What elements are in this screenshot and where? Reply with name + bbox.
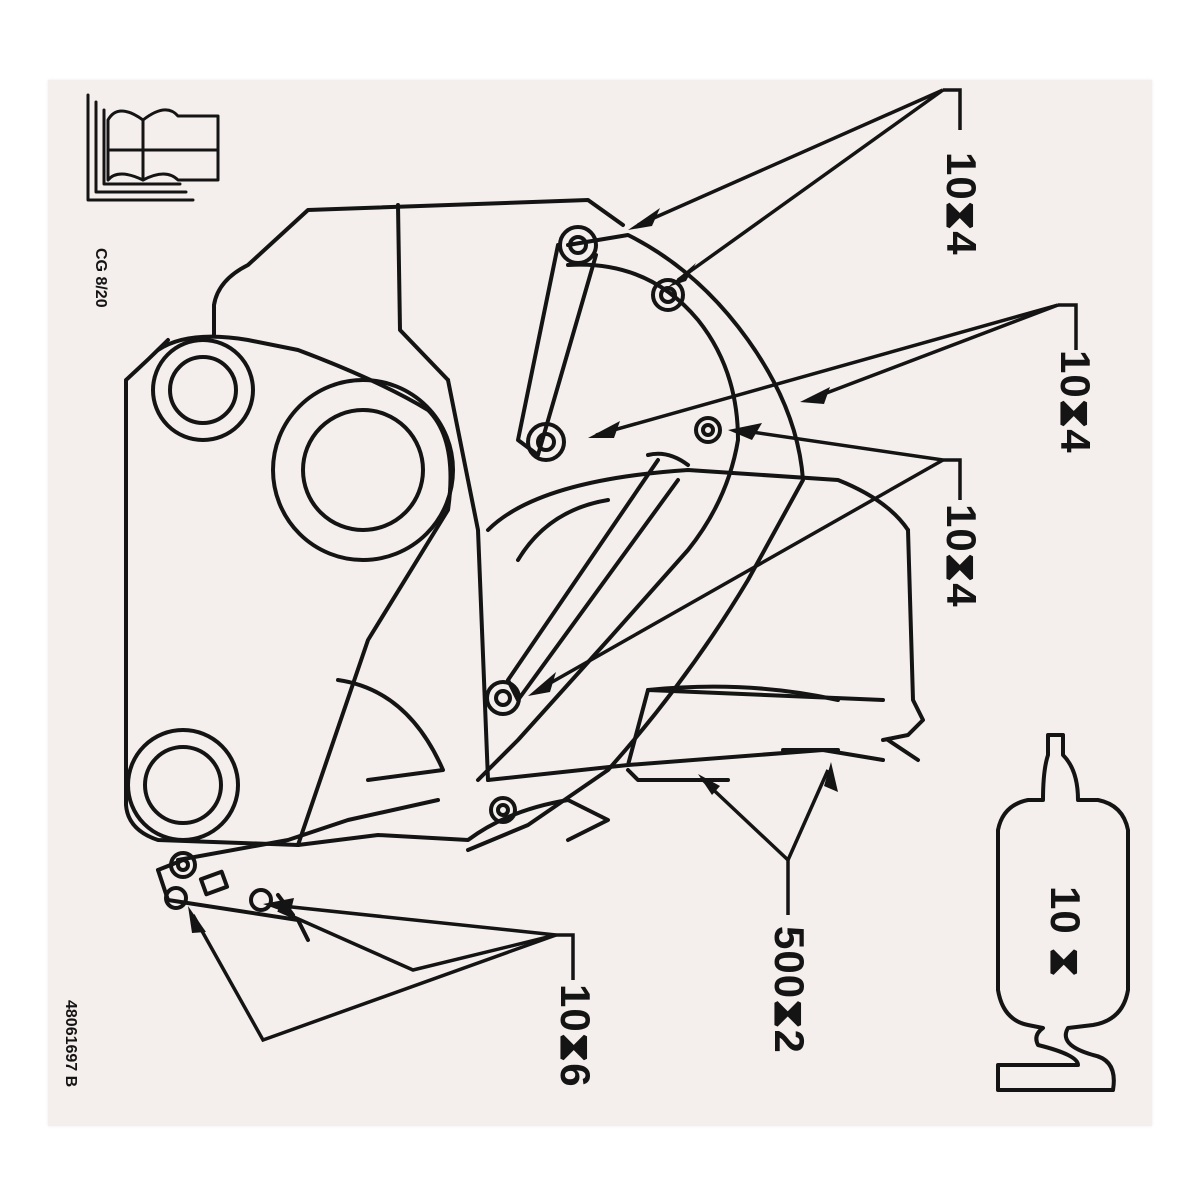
callout-lines <box>191 88 1078 1043</box>
part-number-label: 48061697 B <box>62 1000 79 1088</box>
loader-diagram <box>86 88 1130 1092</box>
manual-book-icon <box>86 93 220 202</box>
grease-gun-icon <box>996 733 1130 1092</box>
grease-gun-label: 10 ⧗ <box>1042 886 1089 978</box>
code-label: CG 8/20 <box>92 248 109 308</box>
callout-label-mid: 10⧗4 <box>938 504 985 608</box>
loader-outline <box>124 198 925 942</box>
callout-label-upper-mid: 10⧗4 <box>1052 350 1099 454</box>
arrow-heads <box>188 208 838 933</box>
callout-label-top: 10⧗4 <box>938 152 985 256</box>
lubrication-decal: 10⧗4 10⧗4 10⧗4 10⧗6 500⧗2 10 ⧗ CG 8/20 4… <box>48 80 1152 1126</box>
callout-label-bottom-right: 500⧗2 <box>766 926 813 1054</box>
callout-label-bottom-left: 10⧗6 <box>552 984 599 1088</box>
